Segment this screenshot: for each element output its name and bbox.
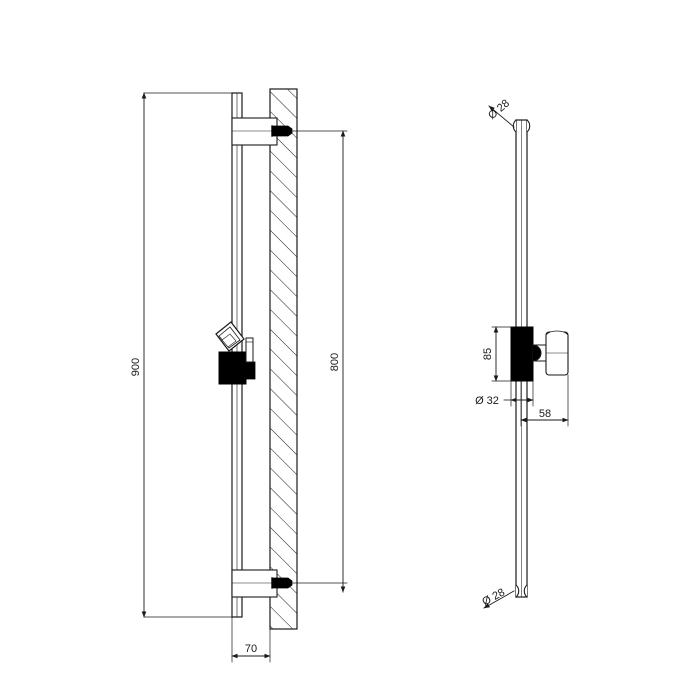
leader-rail-diameter-top: Ø 28 [486,97,515,128]
front-view: 85 Ø 32 58 [475,97,569,609]
leader-rail-diameter-bottom: Ø 28 [480,586,515,609]
dimension-holder-diameter: Ø 32 [475,380,534,407]
side-section-view: 900 800 70 [130,88,348,663]
rail-top-end-cap [512,119,531,133]
dimension-label-85: 85 [482,348,494,360]
shower-holder-side [215,321,256,385]
dimension-label-d28-top: Ø 28 [486,97,512,122]
dimension-label-800: 800 [329,353,341,371]
dimension-label-900: 900 [130,358,142,376]
dimension-holder-height: 85 [482,326,514,382]
dimension-label-d32: Ø 32 [475,395,499,407]
lower-wall-bracket [231,569,293,598]
dimension-label-70: 70 [245,643,257,655]
dimension-label-d28-bottom: Ø 28 [480,586,507,608]
dimension-wall-projection: 70 [231,616,271,663]
dimension-arm-projection: 58 [520,374,569,427]
rail-bottom-end-cap [515,584,528,598]
upper-wall-bracket [231,117,293,146]
dimension-overall-height: 900 [130,92,239,618]
wall-section [269,88,298,630]
shower-holder-front [510,326,569,382]
dimension-label-58: 58 [539,408,551,420]
dimension-bracket-distance: 800 [289,130,348,593]
